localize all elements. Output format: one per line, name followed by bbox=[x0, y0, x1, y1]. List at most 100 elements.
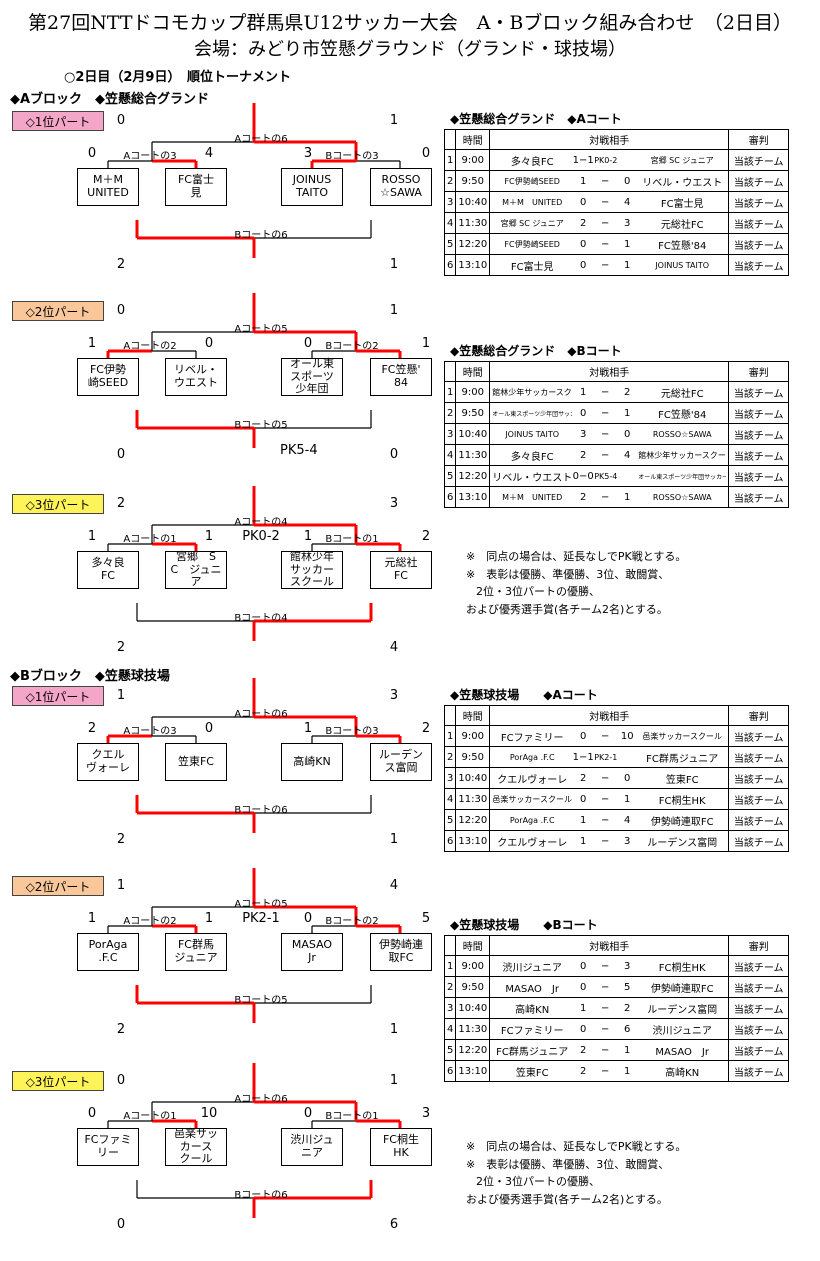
note-awards-cont: 2位・3位パートの優勝、 bbox=[476, 1175, 600, 1189]
away-score: 2 bbox=[624, 1002, 631, 1014]
match-time: 11:30 bbox=[455, 1018, 491, 1040]
score-separator: − bbox=[601, 1023, 610, 1035]
score-separator: − bbox=[601, 814, 610, 826]
away-team: リベル・ウエスト bbox=[642, 177, 723, 189]
score-separator: − bbox=[601, 428, 610, 440]
a-part2-left-s1: 1 bbox=[87, 336, 97, 351]
col-no bbox=[443, 129, 457, 150]
a-part2-team-3: オール東 スポーツ 少年団 bbox=[281, 357, 343, 396]
home-score: 2 bbox=[580, 449, 587, 461]
b-part1-right-court: Bコートの3 bbox=[325, 726, 379, 737]
block-b-heading: ◆Bブロック ◆笠懸球技場 bbox=[10, 669, 170, 684]
match-no: 5 bbox=[443, 465, 457, 487]
away-score: 1 bbox=[624, 1044, 631, 1056]
match-referee: 当該チーム bbox=[728, 402, 790, 424]
match-no: 4 bbox=[443, 788, 457, 810]
away-score: 4 bbox=[624, 814, 631, 826]
b-part3-right-court: Bコートの1 bbox=[325, 1111, 379, 1122]
b-part2-team-3: MASAO Jr bbox=[281, 933, 343, 971]
page-title: 第27回NTTドコモカップ群馬県U12サッカー大会 A・Bブロック組み合わせ （… bbox=[28, 12, 792, 34]
home-team: 多々良FC bbox=[510, 451, 554, 463]
match-time: 9:50 bbox=[455, 170, 491, 192]
score-separator: − bbox=[601, 217, 610, 229]
home-score: 0 bbox=[580, 981, 587, 993]
match-no: 6 bbox=[443, 254, 457, 276]
home-score: 2 bbox=[580, 1065, 587, 1077]
home-score: 0 bbox=[580, 730, 587, 742]
away-team: FC笠懸'84 bbox=[658, 409, 707, 421]
match-no: 5 bbox=[443, 809, 457, 831]
a-part3-left-s1: 1 bbox=[87, 529, 97, 544]
score-separator: − bbox=[601, 259, 610, 271]
home-team: FCファミリー bbox=[500, 732, 564, 744]
home-team: FC伊勢崎SEED bbox=[504, 176, 560, 186]
a-part2-left-s2: 0 bbox=[204, 336, 214, 351]
match-referee: 当該チーム bbox=[728, 830, 790, 852]
block-a-heading: ◆Aブロック ◆笠懸総合グランド bbox=[10, 92, 210, 107]
match-referee: 当該チーム bbox=[728, 997, 790, 1019]
match-referee: 当該チーム bbox=[728, 233, 790, 255]
b-part1-team-1: クエル ヴォーレ bbox=[77, 743, 139, 781]
away-team: 元総社FC bbox=[660, 388, 704, 400]
notes-block-a: ※ 同点の場合は、延長なしでPK戦とする。 ※ 表彰は優勝、準優勝、3位、敢闘賞… bbox=[466, 548, 686, 618]
b-part2-round-b: Bコートの5 bbox=[234, 995, 288, 1006]
b-part1-team-2: 笠東FC bbox=[165, 743, 227, 781]
match-time: 12:20 bbox=[455, 809, 491, 831]
table-row: 512:20リベル・ウエスト0−0PK5-4オール東スポーツ少年団サッカークラブ… bbox=[443, 465, 790, 487]
match-no: 3 bbox=[443, 997, 457, 1019]
b-part2-team-1: PorAga .F.C bbox=[77, 933, 139, 971]
col-match: 対戦相手 bbox=[489, 705, 730, 726]
note-pk: ※ 同点の場合は、延長なしでPK戦とする。 bbox=[466, 1140, 687, 1153]
match-time: 11:30 bbox=[455, 212, 491, 234]
match-time: 9:00 bbox=[455, 381, 491, 403]
match-no: 6 bbox=[443, 1060, 457, 1082]
match-no: 1 bbox=[443, 381, 457, 403]
col-time: 時間 bbox=[455, 361, 491, 382]
match-time: 13:10 bbox=[455, 1060, 491, 1082]
b-part1-final-left-score: 1 bbox=[116, 688, 126, 703]
away-score: 0 bbox=[624, 772, 631, 784]
away-score: 1 bbox=[624, 491, 631, 503]
b-part3-team-1: FCファミ リー bbox=[77, 1128, 139, 1166]
b-part2-left-s2: 1 bbox=[204, 911, 214, 926]
score-separator: − bbox=[601, 386, 610, 398]
match-time: 12:20 bbox=[455, 233, 491, 255]
score-separator: PK2-1 bbox=[594, 752, 618, 762]
home-score: 0−0 bbox=[572, 470, 594, 482]
a-part1-label: ◇1位パート bbox=[12, 111, 104, 131]
home-score: 0 bbox=[580, 793, 587, 805]
a-part1-right-s1: 3 bbox=[303, 146, 313, 161]
home-score: 2 bbox=[580, 1044, 587, 1056]
b-part3-label: ◇3位パート bbox=[12, 1071, 104, 1091]
a-part2-right-court: Bコートの2 bbox=[325, 341, 379, 352]
a-part1-final-right-score: 1 bbox=[389, 113, 399, 128]
score-separator: − bbox=[601, 1002, 610, 1014]
away-team: 渋川ジュニア bbox=[652, 1025, 712, 1037]
match-time: 9:00 bbox=[455, 149, 491, 171]
a-part1-round-b: Bコートの6 bbox=[234, 230, 288, 241]
match-no: 1 bbox=[443, 725, 457, 747]
away-team: 元総社FC bbox=[660, 219, 704, 231]
home-score: 1−1 bbox=[572, 154, 594, 166]
match-time: 10:40 bbox=[455, 191, 491, 213]
b-part3-bottom-left-score: 0 bbox=[116, 1217, 126, 1232]
b-part1-left-s2: 0 bbox=[204, 721, 214, 736]
score-separator: − bbox=[601, 175, 610, 187]
a-part1-round-a: Aコートの6 bbox=[234, 134, 288, 145]
away-team: JOINUS TAITO bbox=[655, 260, 710, 270]
away-team: FC桐生HK bbox=[658, 962, 706, 974]
b-part2-right-s2: 5 bbox=[421, 911, 431, 926]
b-part1-right-s1: 1 bbox=[303, 721, 313, 736]
a-part3-round-a: Aコートの4 bbox=[234, 517, 288, 528]
